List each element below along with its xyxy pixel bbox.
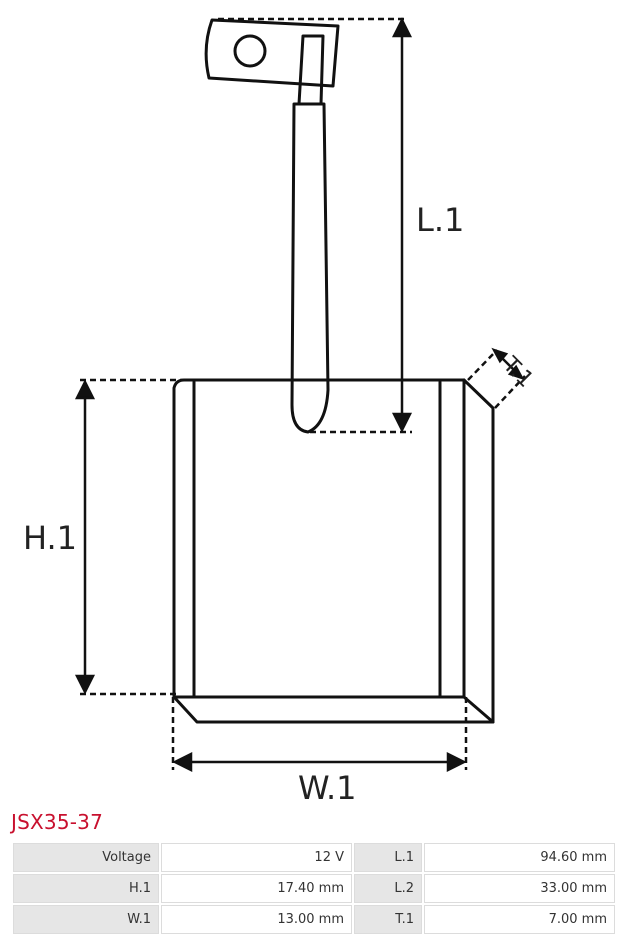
spec-value: 17.40 mm xyxy=(161,874,352,903)
spec-label: Voltage xyxy=(13,843,159,872)
shunt-wire xyxy=(290,102,330,434)
brush-bottom-face xyxy=(172,695,495,724)
w1-label: W.1 xyxy=(298,769,357,807)
spec-value: 12 V xyxy=(161,843,352,872)
h1-label: H.1 xyxy=(23,519,77,557)
spec-label: H.1 xyxy=(13,874,159,903)
t1-top-extension xyxy=(467,349,498,381)
spec-label: W.1 xyxy=(13,905,159,934)
t1-arrow-bottom xyxy=(507,364,525,381)
brush-front-face xyxy=(172,378,466,699)
wire-crimp xyxy=(297,34,325,106)
spec-value: 33.00 mm xyxy=(424,874,615,903)
l1-arrow-bottom xyxy=(391,412,413,433)
spec-label: L.2 xyxy=(354,874,422,903)
l1-label: L.1 xyxy=(416,201,464,239)
terminal-hole xyxy=(233,34,267,68)
carbon-brush-drawing: L.1 H.1 W.1 T.1 xyxy=(23,17,538,807)
spec-label: L.1 xyxy=(354,843,422,872)
t1-bottom-extension xyxy=(494,375,526,409)
w1-arrow-right xyxy=(446,751,467,773)
t1-arrow-top xyxy=(491,347,509,364)
terminal-lug xyxy=(204,18,340,88)
spec-value: 94.60 mm xyxy=(424,843,615,872)
spec-value: 7.00 mm xyxy=(424,905,615,934)
h1-arrow-bottom xyxy=(74,674,96,695)
l1-arrow-top xyxy=(391,17,413,38)
w1-arrow-left xyxy=(172,751,193,773)
brush-side-face xyxy=(462,378,495,724)
spec-value: 13.00 mm xyxy=(161,905,352,934)
h1-arrow-top xyxy=(74,379,96,400)
spec-label: T.1 xyxy=(354,905,422,934)
product-code: JSX35-37 xyxy=(11,810,104,834)
